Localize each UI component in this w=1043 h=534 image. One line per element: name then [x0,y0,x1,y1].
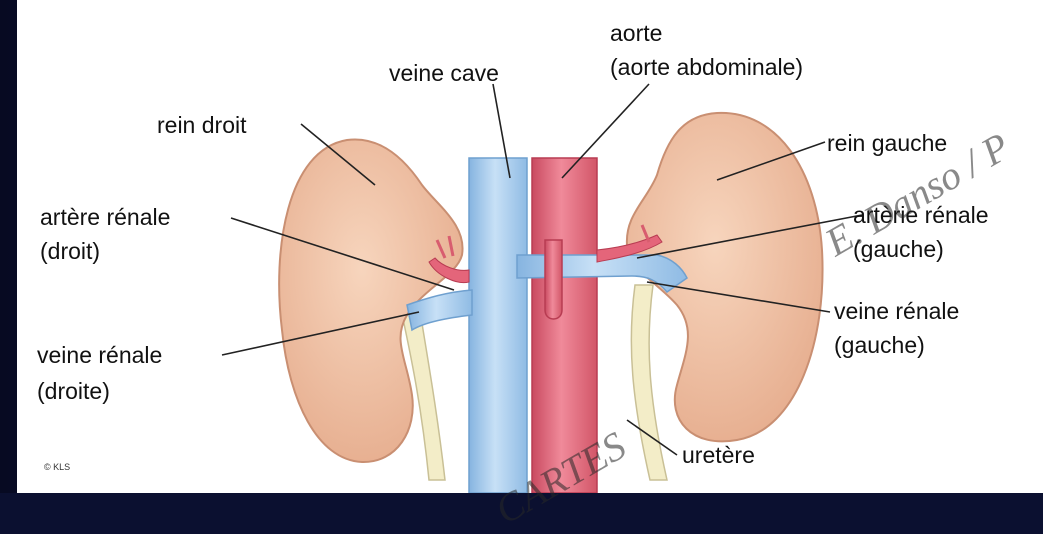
vena-cava-shape [469,158,527,493]
artery-branch-shape [545,240,562,319]
label-veine-cave: veine cave [389,58,499,88]
label-uretere: uretère [682,440,755,470]
label-artere-renale-droit-side: (droit) [40,236,100,266]
label-veine-renale-droite: veine rénale [37,340,162,370]
label-veine-renale-gauche-side: (gauche) [834,330,925,360]
label-rein-gauche: rein gauche [827,128,947,158]
copyright-text: © KLS [44,462,70,472]
label-rein-droit: rein droit [157,110,246,140]
diagram-panel: aorte (aorte abdominale) veine cave rein… [17,0,1043,493]
screen-frame: aorte (aorte abdominale) veine cave rein… [0,0,1043,493]
label-veine-renale-droite-side: (droite) [37,376,110,406]
left-ureter [631,285,667,480]
label-artere-renale-droit: artère rénale [40,202,170,232]
label-veine-renale-gauche: veine rénale [834,296,959,326]
label-aorte-abdominale: (aorte abdominale) [610,52,803,82]
label-aorte: aorte [610,18,662,48]
